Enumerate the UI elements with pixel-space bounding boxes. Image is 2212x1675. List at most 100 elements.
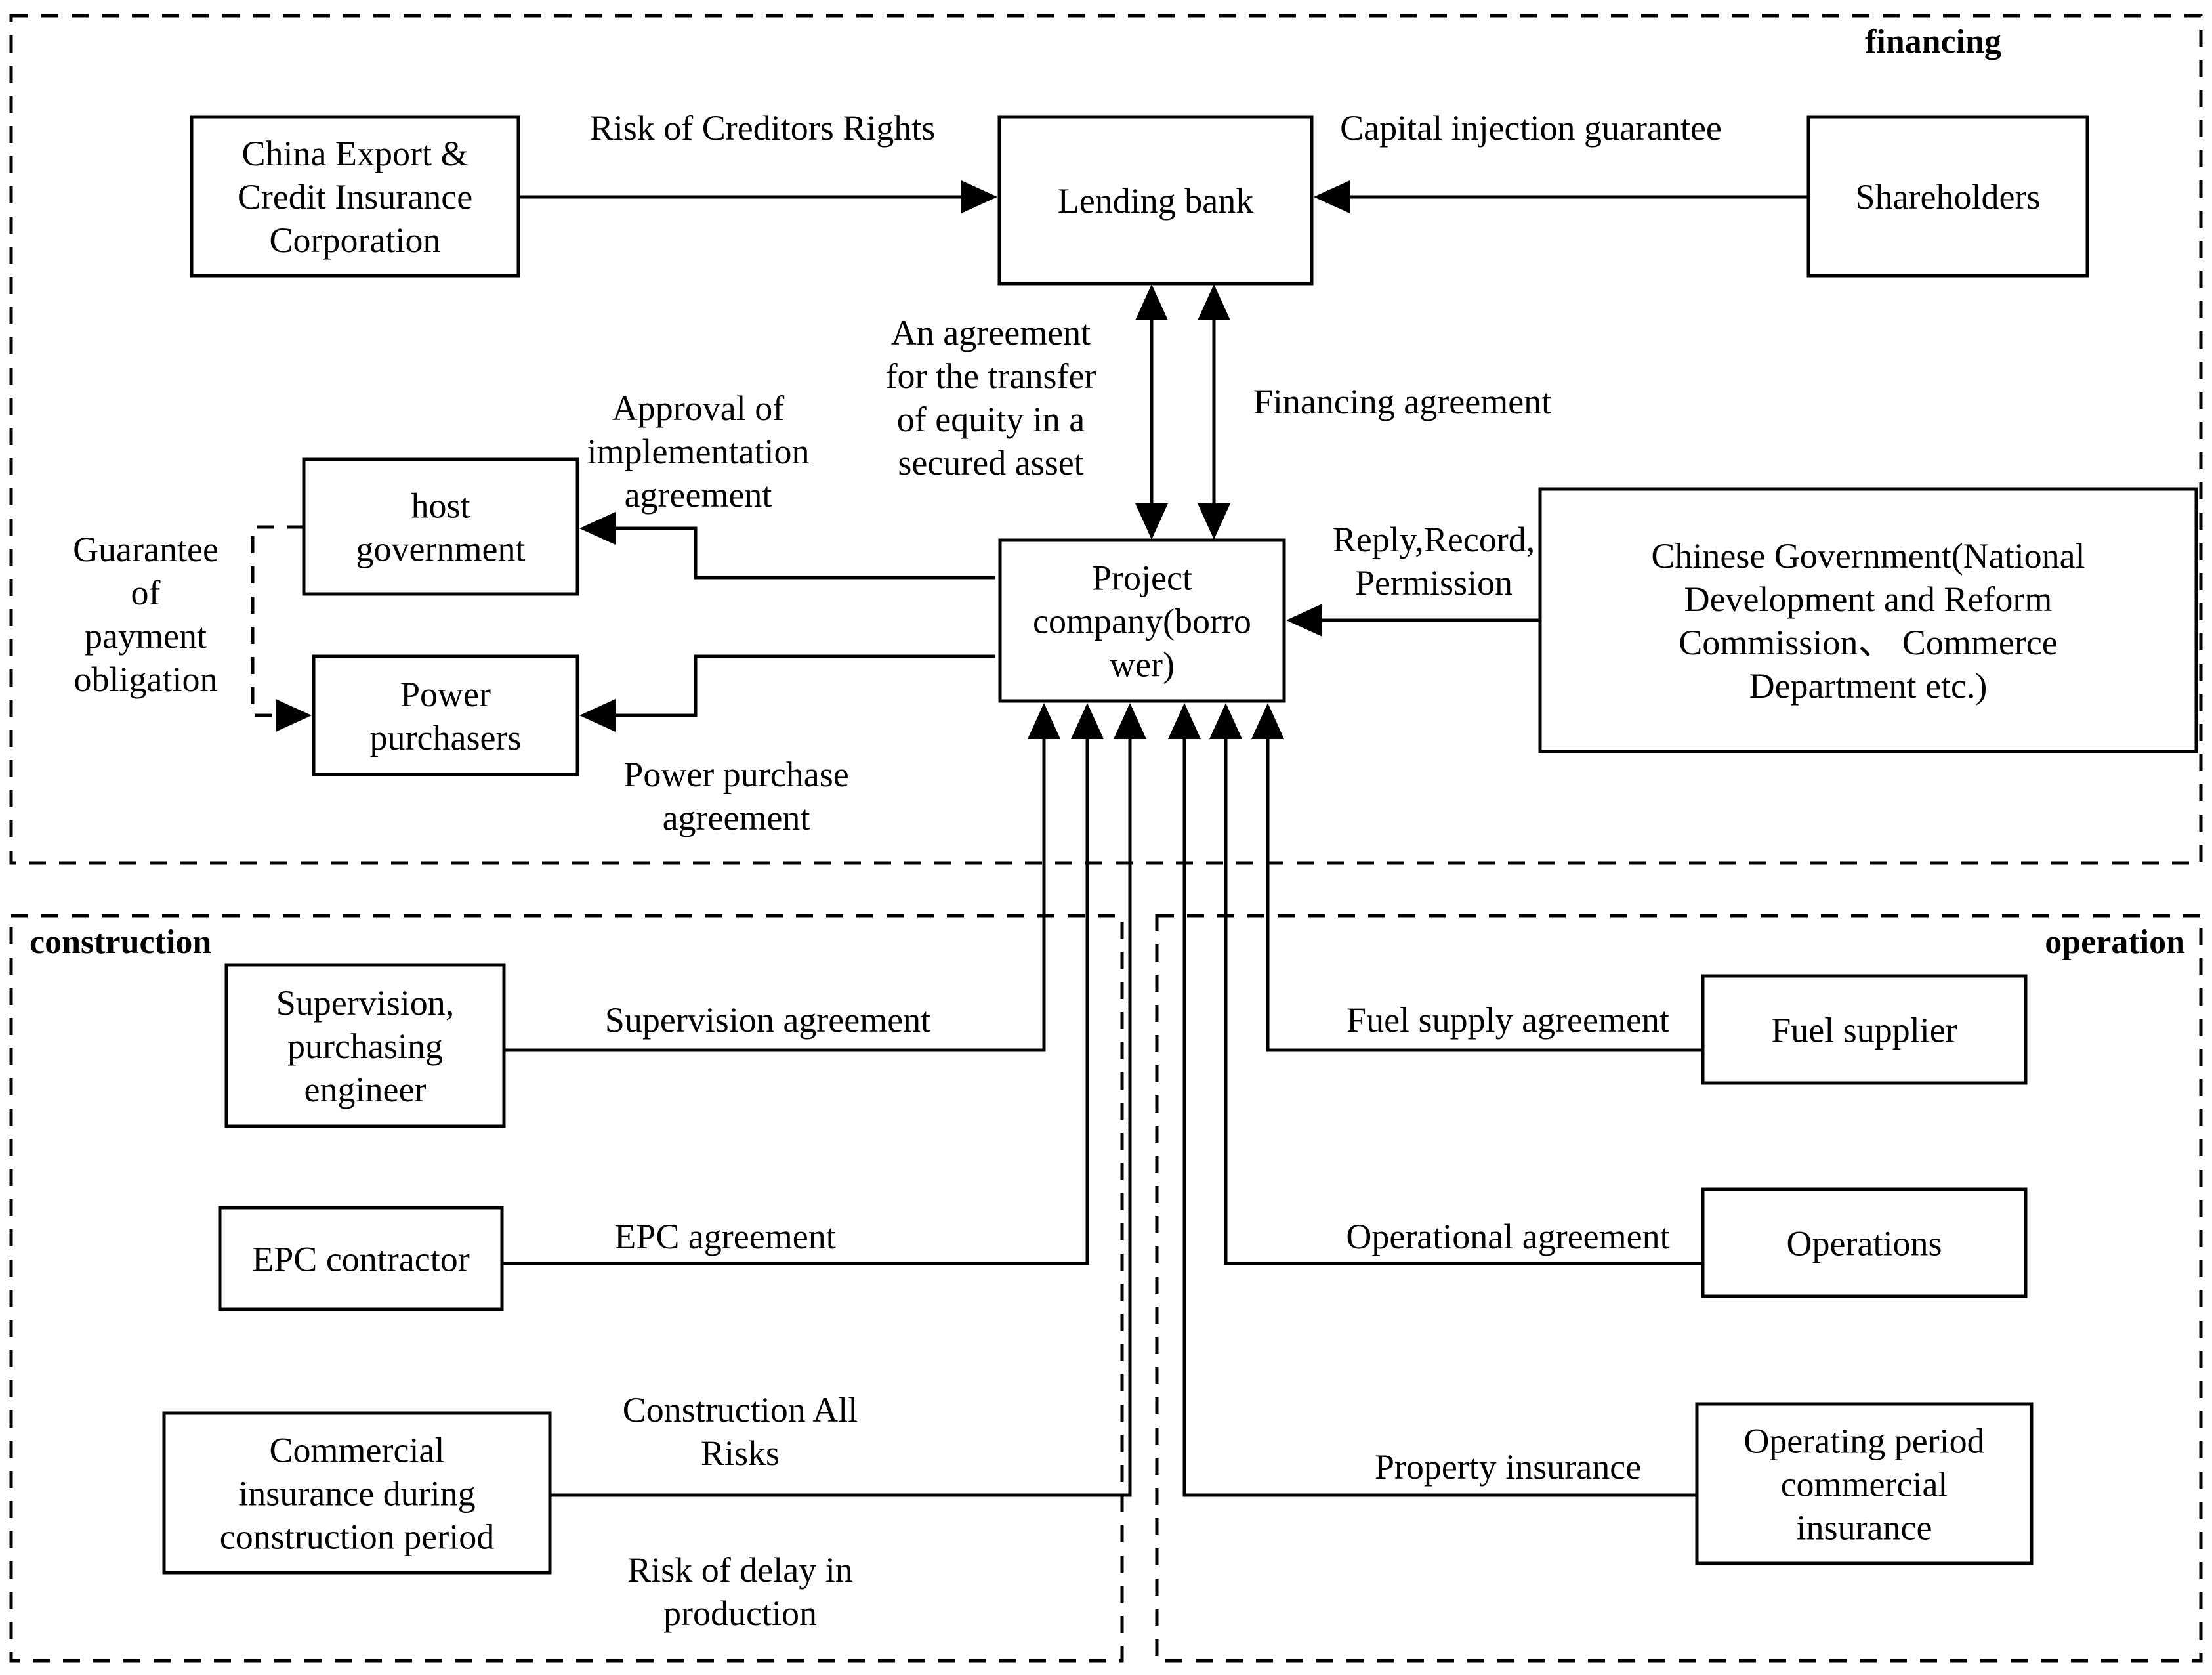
edge-label-operational-agreement: Operational agreement [1346, 1217, 1669, 1256]
edge-label-line: implementation [587, 432, 810, 471]
edge-label-line: Financing agreement [1253, 382, 1551, 421]
edge-label-line: Risks [701, 1433, 780, 1473]
node-cecic[interactable]: China Export & Credit InsuranceCorporatio… [190, 115, 520, 278]
node-label-operating-insurance: insurance [1797, 1508, 1932, 1548]
edge-label-line: secured asset [898, 443, 1083, 482]
node-label-supervision-engineer: purchasing [287, 1027, 443, 1066]
connector-operations-to-project [1209, 703, 1703, 1265]
group-label-financing: financing [1865, 23, 2001, 60]
node-label-lending-bank: Lending bank [1058, 181, 1253, 221]
connector-project-to-host-government [579, 512, 995, 580]
edge-label-capital-injection-guarantee: Capital injection guarantee [1340, 108, 1722, 148]
edge-label-line: of equity in a [897, 400, 1085, 439]
edge-label-risk-of-creditors-rights: Risk of Creditors Rights [590, 108, 936, 148]
edge-label-power-purchase-agreement: Power purchase agreement [623, 755, 848, 838]
edge-label-line: Risk of delay in [627, 1550, 852, 1590]
edge-label-line: Supervision agreement [605, 1000, 930, 1040]
node-label-construction-insurance: Commercial [270, 1431, 445, 1470]
node-label-power-purchasers: purchasers [370, 718, 522, 757]
node-label-cecic: China Export & [242, 134, 469, 173]
node-label-project-company: company(borro [1033, 602, 1251, 641]
node-box-power-purchasers [312, 654, 579, 776]
node-box-shareholders [1806, 115, 2089, 278]
node-label-operating-insurance: Operating period [1743, 1422, 1984, 1461]
node-label-cecic: Credit Insurance [238, 177, 472, 217]
group-containers [9, 14, 2203, 1663]
edge-label-line: Risk of Creditors Rights [590, 108, 936, 148]
node-label-supervision-engineer: engineer [304, 1070, 427, 1109]
edge-label-line: Construction All [623, 1390, 858, 1430]
node-box-epc-contractor [218, 1206, 504, 1311]
node-label-power-purchasers: Power [400, 675, 491, 714]
edge-label-line: Reply,Record, [1333, 520, 1535, 559]
edge-label-property-insurance: Property insurance [1375, 1447, 1641, 1487]
edge-label-risk-of-delay-in-production: Risk of delay in production [627, 1550, 852, 1633]
edge-label-line: of [131, 573, 161, 612]
group-box-financing [9, 14, 2203, 865]
node-box-cecic [190, 115, 520, 278]
edge-label-line: An agreement [891, 313, 1091, 352]
edge-label-line: Property insurance [1375, 1447, 1641, 1487]
node-label-supervision-engineer: Supervision, [276, 983, 455, 1023]
node-box-supervision-engineer [224, 963, 506, 1128]
edge-label-line: Operational agreement [1346, 1217, 1669, 1256]
node-label-host-government: host [411, 486, 470, 526]
connector-epc-to-project [502, 703, 1104, 1265]
connector-fuel-supplier-to-project [1251, 703, 1703, 1052]
node-label-construction-insurance: construction period [220, 1517, 494, 1557]
node-box-operating-insurance [1695, 1402, 2034, 1565]
edge-label-line: EPC agreement [614, 1217, 835, 1256]
node-epc-contractor[interactable]: EPC contractor [218, 1206, 504, 1311]
node-box-lending-bank [997, 115, 1314, 286]
node-box-operations [1701, 1187, 2028, 1298]
node-label-epc-contractor: EPC contractor [252, 1240, 469, 1279]
group-box-construction [9, 914, 1124, 1663]
edge-label-line: Power purchase [623, 755, 848, 794]
connector-layer [251, 180, 1808, 1497]
node-box-fuel-supplier [1701, 974, 2028, 1085]
edge-label-line: payment [85, 616, 207, 656]
node-label-chinese-government: Development and Reform [1684, 580, 2053, 619]
node-shareholders[interactable]: Shareholders [1806, 115, 2089, 278]
group-label-construction: construction [30, 923, 211, 961]
edge-label-financing-agreement: Financing agreement [1253, 382, 1551, 421]
node-fuel-supplier[interactable]: Fuel supplier [1701, 974, 2028, 1085]
node-label-project-company: wer) [1110, 645, 1175, 685]
edge-label-approval-implementation-agreement: Approval of implementation agreement [587, 389, 810, 515]
node-label-operations: Operations [1787, 1224, 1942, 1263]
node-power-purchasers[interactable]: Power purchasers [312, 654, 579, 776]
edge-label-fuel-supply-agreement: Fuel supply agreement [1346, 1000, 1669, 1040]
node-operations[interactable]: Operations [1701, 1187, 2028, 1298]
edge-label-reply-record-permission: Reply,Record, Permission [1333, 520, 1535, 603]
node-supervision-engineer[interactable]: Supervision, purchasing engineer [224, 963, 506, 1128]
node-layer: China Export & Credit InsuranceCorporatio… [162, 115, 2198, 1575]
edge-label-line: Fuel supply agreement [1346, 1000, 1669, 1040]
edge-label-line: agreement [625, 475, 772, 515]
edge-label-line: Guarantee [73, 530, 219, 569]
group-label-operation: operation [2045, 923, 2185, 961]
connector-operating-insurance-to-project [1168, 703, 1697, 1497]
edge-label-line: Approval of [612, 389, 784, 428]
edge-label-line: production [663, 1594, 817, 1633]
node-box-construction-insurance [162, 1411, 552, 1575]
node-label-chinese-government: Chinese Government(National [1651, 536, 2085, 576]
node-box-chinese-government [1538, 487, 2198, 753]
edge-label-line: Capital injection guarantee [1340, 108, 1722, 148]
node-label-cecic: Corporation [270, 221, 441, 260]
node-lending-bank[interactable]: Lending bank [997, 115, 1314, 286]
node-box-host-government [302, 457, 579, 596]
edge-label-layer: Risk of Creditors Rights Capital injectio… [73, 108, 1722, 1633]
edge-label-line: agreement [663, 798, 810, 838]
node-label-shareholders: Shareholders [1856, 177, 2041, 217]
edge-label-line: Permission [1355, 563, 1513, 603]
node-box-project-company [998, 538, 1286, 703]
edge-label-line: for the transfer [886, 356, 1096, 396]
group-label-layer: financing construction operation [30, 23, 2185, 961]
